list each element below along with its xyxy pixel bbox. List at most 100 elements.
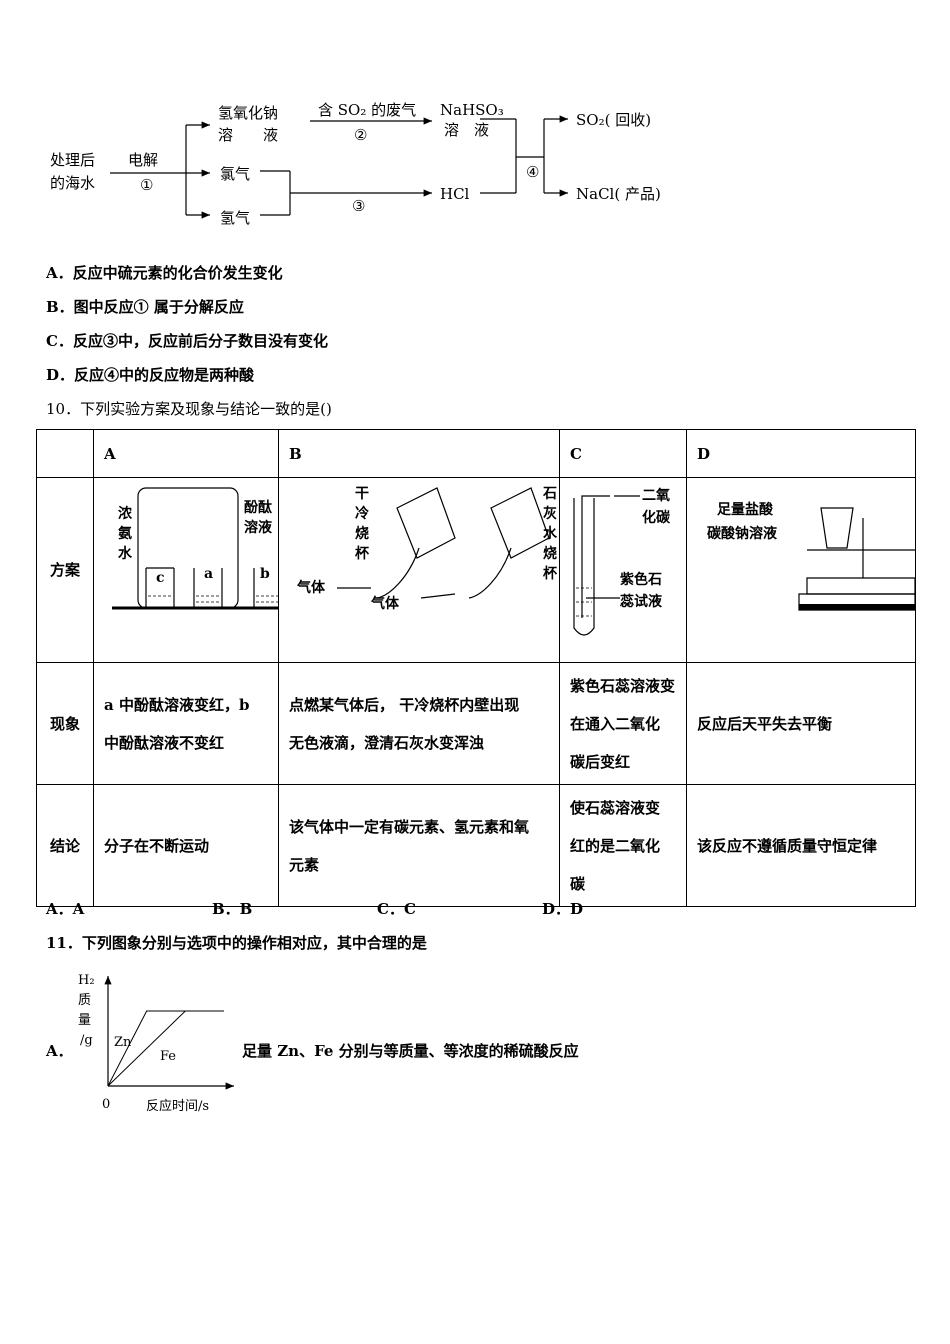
answer-a: A．A	[46, 900, 85, 918]
label-b-shi: 石	[542, 486, 557, 502]
phenomenon-d: 反应后天平失去平衡	[686, 662, 916, 785]
answer-d: D．D	[542, 900, 584, 918]
phenomenon-a: a 中酚酞溶液变红，b 中酚酞溶液不变红	[93, 662, 279, 785]
flow-n1: ①	[140, 176, 153, 194]
flow-start-2: 的海水	[50, 174, 95, 192]
flow-nacl-out: NaCl( 产品)	[576, 185, 661, 203]
conclusion-row: 结论 分子在不断运动 该气体中一定有碳元素、氢元素和氧 元素 使石蕊溶液变 红的…	[36, 784, 916, 907]
burning-gas-figure: 干 冷 烧 杯 石 灰 水 烧 杯 气体 气体	[296, 486, 558, 612]
phenomenon-b: 点燃某气体后， 干冷烧杯内壁出现 无色液滴，澄清石灰水变浑浊	[278, 662, 560, 785]
experiment-table: A B C D 方案	[36, 429, 916, 907]
answer-c: C．C	[377, 900, 416, 918]
series-label-fe: Fe	[160, 1049, 176, 1064]
series-label-zn: Zn	[114, 1035, 132, 1050]
conclusion-d-line1: 该反应不遵循质量守恒定律	[697, 836, 878, 855]
conclusion-c: 使石蕊溶液变 红的是二氧化 碳	[559, 784, 687, 907]
label-b-gas2: 气体	[370, 595, 400, 612]
label-b-hui: 灰	[543, 505, 557, 522]
label-a-b: b	[260, 566, 270, 582]
balance-figure: 足量盐酸 碳酸钠溶液	[707, 501, 916, 611]
conclusion-a: 分子在不断运动	[93, 784, 279, 907]
label-d-yansuan: 足量盐酸	[717, 501, 774, 518]
q11-option-a-letter: A．	[46, 1042, 73, 1060]
phenomenon-c-line1: 紫色石蕊溶液变	[570, 676, 676, 695]
flow-so2-gas: 含 SO₂ 的废气	[318, 101, 416, 119]
label-b-gas1: 气体	[296, 579, 326, 596]
label-c-ruishi: 蕊试液	[620, 593, 663, 610]
phenomenon-b-line2: 无色液滴，澄清石灰水变浑浊	[289, 733, 485, 752]
phenomenon-c: 紫色石蕊溶液变 在通入二氧化 碳后变红	[559, 662, 687, 785]
label-b-shao2: 烧	[543, 545, 557, 562]
litmus-tube-figure: 二氧 化碳 紫色石 蕊试液	[573, 487, 671, 636]
phenomenon-a-line2: 中酚酞溶液不变红	[104, 733, 225, 752]
scheme-c-figure: 二氧 化碳 紫色石 蕊试液	[559, 477, 687, 663]
q9-option-c: C．反应③中，反应前后分子数目没有变化	[46, 332, 328, 350]
flow-n2: ②	[354, 126, 367, 144]
label-a-shui: 水	[118, 545, 133, 562]
flow-cl2: 氯气	[220, 165, 250, 183]
flow-so2-out: SO₂( 回收)	[576, 111, 651, 129]
flow-electrolysis: 电解	[128, 151, 158, 169]
graph-ylabel-unit: /g	[80, 1033, 93, 1048]
q9-option-d: D．反应④中的反应物是两种酸	[46, 366, 255, 384]
flow-h2: 氢气	[220, 209, 250, 227]
header-d: D	[686, 429, 916, 478]
label-b-leng: 冷	[355, 505, 369, 522]
flow-n4: ④	[526, 163, 539, 181]
answer-b: B．B	[212, 900, 253, 918]
table-header-row: A B C D	[36, 429, 916, 478]
label-a-an: 氨	[118, 525, 132, 542]
flow-n3: ③	[352, 197, 365, 215]
label-b-shao: 烧	[355, 525, 369, 542]
conclusion-d: 该反应不遵循质量守恒定律	[686, 784, 916, 907]
h2-mass-graph: H₂ 质 量 /g 0 反应时间/s Zn Fe	[78, 973, 234, 1114]
label-b-bei2: 杯	[543, 565, 558, 582]
label-a-nong: 浓	[118, 505, 133, 522]
conclusion-a-line1: 分子在不断运动	[104, 836, 210, 855]
label-d-tansuanna: 碳酸钠溶液	[707, 525, 778, 542]
label-b-shui: 水	[543, 525, 558, 542]
conclusion-c-line1: 使石蕊溶液变	[570, 798, 661, 817]
ammonia-beaker-figure: 浓 氨 水 酚酞 溶液 c a b	[112, 487, 278, 648]
flow-naoh-2: 溶 液	[218, 126, 278, 144]
row-label-scheme: 方案	[36, 477, 94, 663]
header-a: A	[93, 429, 279, 478]
phenomenon-c-line3: 碳后变红	[570, 752, 631, 771]
label-a-a: a	[204, 566, 213, 582]
q11-option-a-text: 足量 Zn、Fe 分别与等质量、等浓度的稀硫酸反应	[242, 1042, 579, 1060]
q10-stem: 10．下列实验方案及现象与结论一致的是()	[46, 400, 332, 418]
graph-ylabel-zhi: 质	[78, 993, 91, 1008]
header-c: C	[559, 429, 687, 478]
label-a-c: c	[156, 570, 165, 586]
flow-naoh-1: 氢氧化钠	[218, 104, 278, 122]
flow-diagram: 处理后 的海水 电解 ① 氢氧化钠 溶 液 氯气 氢气 含 SO₂ 的废气 ② …	[50, 101, 661, 227]
flow-nahso3-1: NaHSO₃	[440, 101, 504, 119]
conclusion-c-line2: 红的是二氧化	[570, 836, 661, 855]
conclusion-c-line3: 碳	[570, 874, 586, 893]
conclusion-b: 该气体中一定有碳元素、氢元素和氧 元素	[278, 784, 560, 907]
row-label-phenomenon: 现象	[36, 662, 94, 785]
graph-xlabel: 反应时间/s	[146, 1098, 209, 1114]
graph-ylabel-liang: 量	[78, 1013, 91, 1028]
scheme-d-figure: 足量盐酸 碳酸钠溶液	[686, 477, 916, 663]
phenomenon-b-line1: 点燃某气体后， 干冷烧杯内壁出现	[289, 695, 520, 714]
flow-hcl: HCl	[440, 185, 470, 203]
conclusion-b-line2: 元素	[289, 855, 320, 874]
graph-origin: 0	[102, 1097, 110, 1112]
label-b-bei: 杯	[355, 545, 370, 562]
phenomenon-row: 现象 a 中酚酞溶液变红，b 中酚酞溶液不变红 点燃某气体后， 干冷烧杯内壁出现…	[36, 662, 916, 785]
q9-option-b: B．图中反应① 属于分解反应	[46, 298, 244, 316]
phenomenon-d-line1: 反应后天平失去平衡	[697, 714, 833, 733]
label-b-gan: 干	[355, 486, 369, 502]
q9-option-a: A．反应中硫元素的化合价发生变化	[46, 264, 283, 282]
scheme-row: 方案 浓 氨	[36, 477, 916, 663]
scheme-a-figure: 浓 氨 水 酚酞 溶液 c a b	[93, 477, 279, 663]
q11-stem: 11．下列图象分别与选项中的操作相对应，其中合理的是	[46, 934, 427, 952]
graph-ylabel-h2: H₂	[78, 973, 95, 988]
label-c-zise: 紫色石	[620, 571, 662, 588]
flow-start-1: 处理后	[50, 151, 95, 169]
row-label-conclusion: 结论	[36, 784, 94, 907]
phenomenon-c-line2: 在通入二氧化	[570, 714, 661, 733]
label-a-fentai: 酚酞	[244, 499, 272, 516]
label-c-huatan: 化碳	[642, 509, 671, 526]
